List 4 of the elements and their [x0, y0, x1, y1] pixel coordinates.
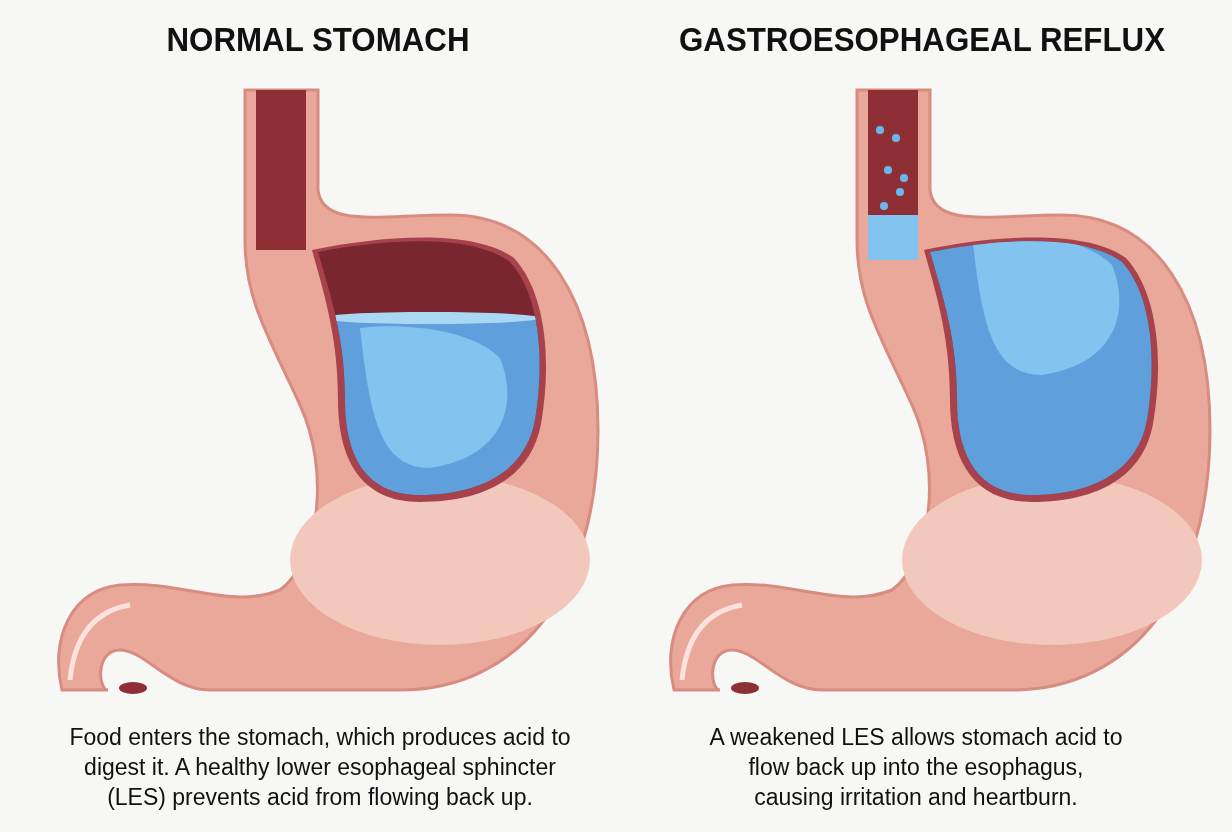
caption: Food enters the stomach, which produces acid to digest it. A healthy lower esophageal sphincter (LES) prevents acid from flowing back up. — [68, 723, 572, 812]
caption: A weakened LES allows stomach acid to flow back up into the esophagus, causing irritation and heartburn. — [708, 723, 1124, 812]
panel-title: NORMAL STOMACH — [165, 20, 471, 59]
panel-title: GASTROESOPHAGEAL REFLUX — [678, 20, 1166, 59]
